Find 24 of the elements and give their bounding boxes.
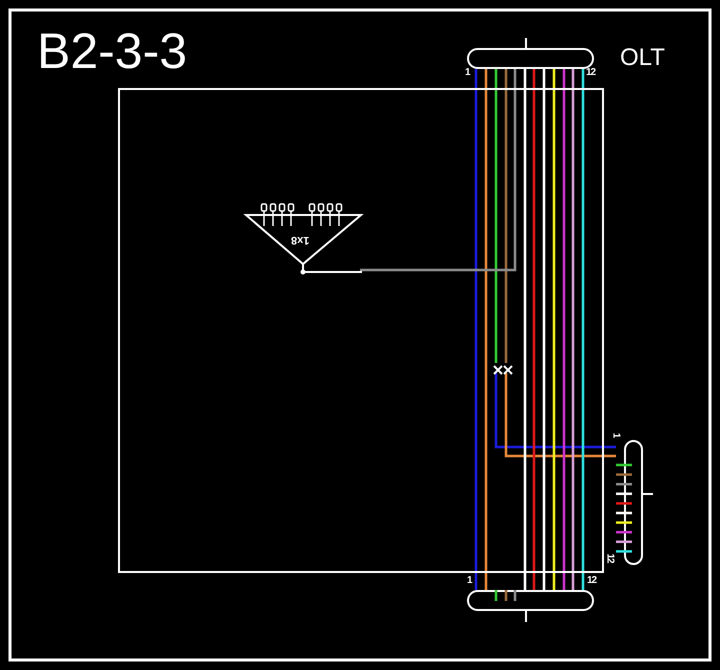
fiber-line	[484, 69, 488, 590]
fiber-line	[532, 69, 536, 590]
fiber-number: 12	[604, 553, 615, 563]
diagram-title: B2-3-3	[37, 26, 188, 76]
fiber-line	[542, 69, 546, 590]
fiber-line	[572, 69, 574, 590]
fiber-line	[562, 69, 566, 590]
fiber-line	[360, 69, 516, 272]
fiber-line	[474, 69, 478, 590]
fiber-line	[582, 69, 584, 590]
enclosure-box	[118, 88, 604, 573]
fiber-number: 1	[467, 576, 472, 586]
fiber-line	[494, 373, 616, 448]
fiber-line	[552, 69, 556, 590]
fiber-line	[504, 373, 616, 458]
fiber-number: 12	[586, 68, 596, 78]
fiber-line	[524, 69, 526, 590]
fiber-number: 1	[610, 432, 620, 438]
fiber-number: 12	[587, 576, 596, 586]
fiber-number: 1	[465, 68, 470, 78]
splitter-ratio: 1x8	[291, 234, 310, 245]
fiber-line	[494, 69, 498, 363]
fiber-line	[504, 69, 508, 363]
connector-label: OLT	[620, 46, 665, 70]
